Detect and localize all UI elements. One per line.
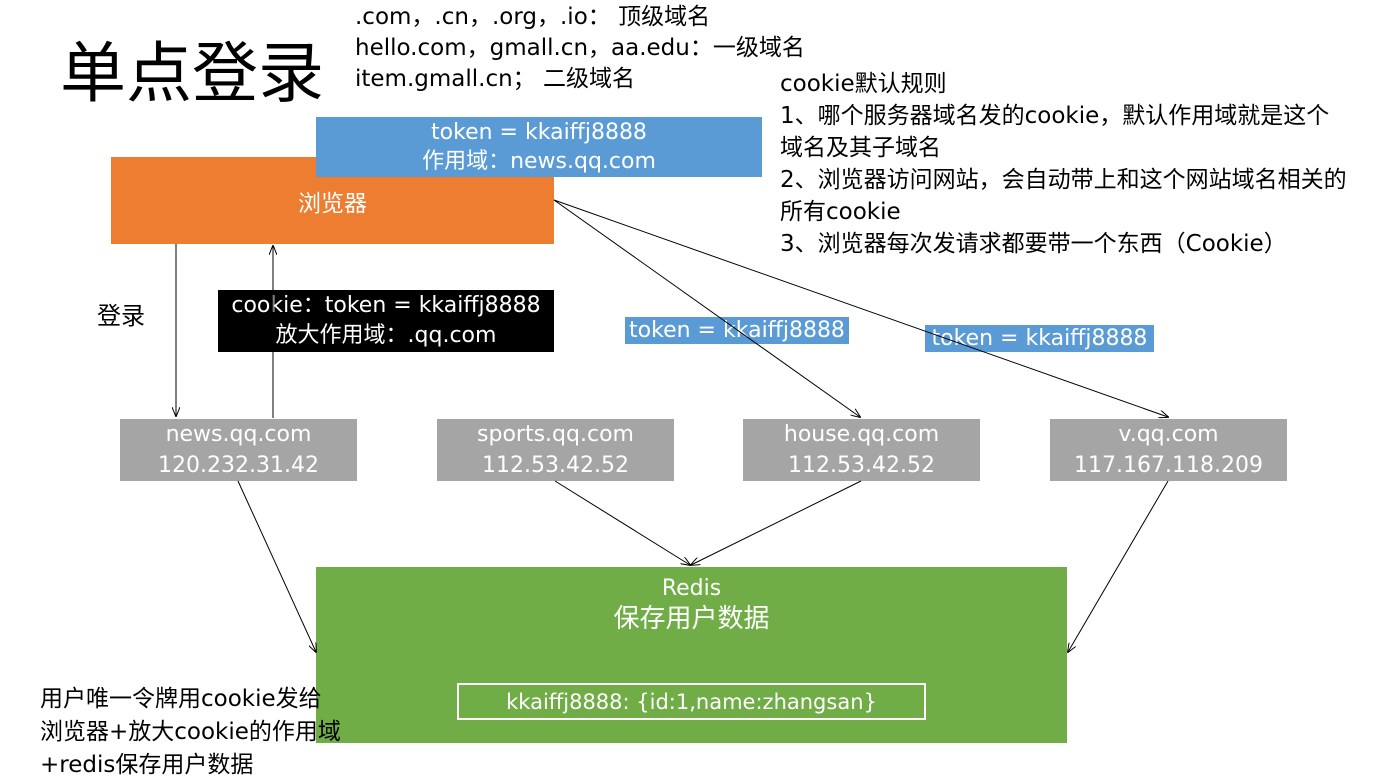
summary-line-1: 用户唯一令牌用cookie发给 <box>40 686 322 712</box>
server-sports: sports.qq.com 112.53.42.52 <box>437 419 674 481</box>
cookie-box-line2: 放大作用域：.qq.com <box>275 323 497 348</box>
news-to-redis-arrow <box>237 480 316 652</box>
cookie-box-line1: cookie：token = kkaiffj8888 <box>231 293 541 318</box>
browser-to-v-arrow <box>553 199 1168 417</box>
domain-note-first-level: hello.com，gmall.cn，aa.edu：一级域名 <box>355 35 805 61</box>
page-title: 单点登录 <box>60 35 324 112</box>
server-ip: 120.232.31.42 <box>158 453 319 478</box>
summary-notes: 用户唯一令牌用cookie发给 浏览器+放大cookie的作用域 +redis保… <box>40 683 341 782</box>
server-ip: 112.53.42.52 <box>788 453 935 478</box>
server-host: sports.qq.com <box>477 422 634 447</box>
domain-notes: .com，.cn，.org，.io： 顶级域名 hello.com，gmall.… <box>355 2 805 95</box>
redis-name: Redis <box>661 576 722 601</box>
server-news: news.qq.com 120.232.31.42 <box>120 419 357 481</box>
server-host: v.qq.com <box>1118 422 1219 447</box>
sports-to-redis-arrow <box>554 480 690 565</box>
token-tag-v: token = kkaiffj8888 <box>925 325 1154 352</box>
cookie-rule-1: 1、哪个服务器域名发的cookie，默认作用域就是这个域名及其子域名 <box>780 103 1330 161</box>
redis-entry: kkaiffj8888: {id:1,name:zhangsan} <box>457 683 926 720</box>
domain-note-second-level: item.gmall.cn； 二级域名 <box>355 66 635 92</box>
server-house: house.qq.com 112.53.42.52 <box>743 419 980 481</box>
token-scope-box: token = kkaiffj8888 作用域：news.qq.com <box>316 117 762 177</box>
domain-note-top-level: .com，.cn，.org，.io： 顶级域名 <box>355 4 711 30</box>
v-to-redis-arrow <box>1068 480 1169 652</box>
summary-line-3: +redis保存用户数据 <box>40 752 254 778</box>
server-host: house.qq.com <box>783 422 940 447</box>
house-to-redis-arrow <box>691 480 862 565</box>
cookie-rules: cookie默认规则 1、哪个服务器域名发的cookie，默认作用域就是这个域名… <box>780 68 1350 260</box>
redis-desc: 保存用户数据 <box>613 604 770 634</box>
server-v: v.qq.com 117.167.118.209 <box>1050 419 1287 481</box>
login-label: 登录 <box>97 302 145 330</box>
cookie-rule-3: 3、浏览器每次发请求都要带一个东西（Cookie） <box>780 231 1287 257</box>
redis-node: Redis 保存用户数据 <box>316 567 1067 743</box>
browser-label: 浏览器 <box>298 190 367 217</box>
server-ip: 112.53.42.52 <box>482 453 629 478</box>
summary-line-2: 浏览器+放大cookie的作用域 <box>40 719 341 745</box>
browser-to-house-arrow <box>553 199 860 417</box>
cookie-rules-heading: cookie默认规则 <box>780 71 947 97</box>
server-ip: 117.167.118.209 <box>1074 453 1263 478</box>
server-host: news.qq.com <box>165 422 312 447</box>
token-scope-line1: token = kkaiffj8888 <box>431 120 647 145</box>
token-scope-line2: 作用域：news.qq.com <box>422 149 656 174</box>
cookie-box: cookie：token = kkaiffj8888 放大作用域：.qq.com <box>218 290 554 352</box>
token-tag-house: token = kkaiffj8888 <box>625 317 849 344</box>
cookie-rule-2: 2、浏览器访问网站，会自动带上和这个网站域名相关的所有cookie <box>780 167 1347 225</box>
